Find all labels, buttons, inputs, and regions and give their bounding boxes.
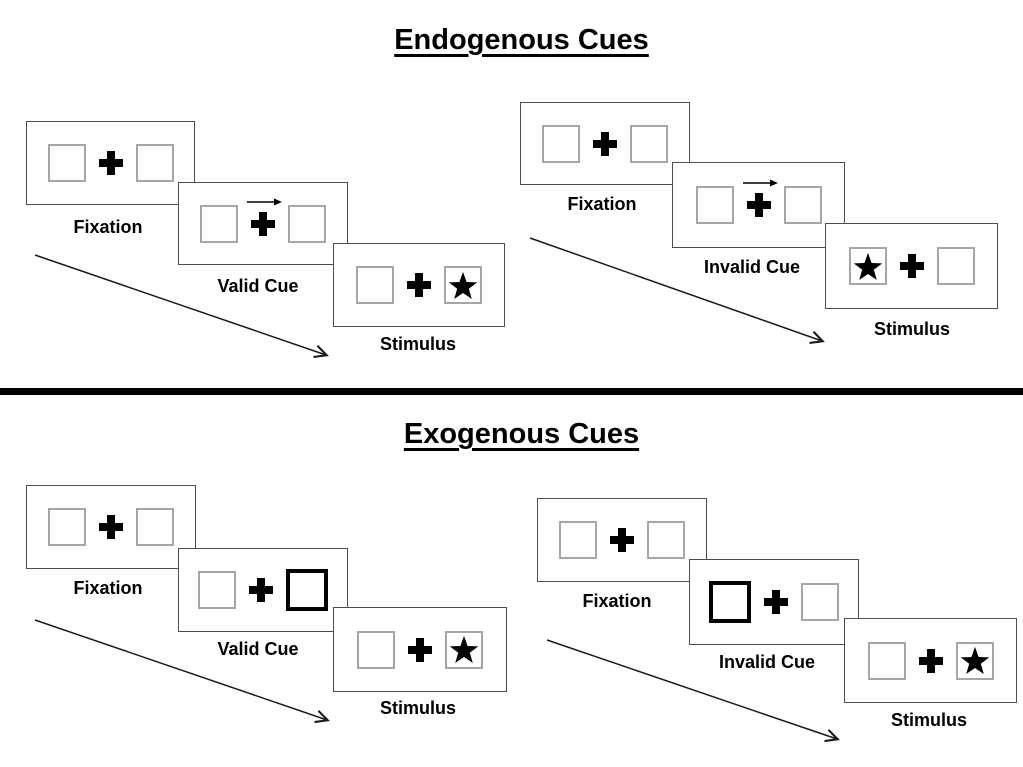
left-placeholder-box	[356, 266, 394, 304]
fixation-cross-icon	[249, 578, 273, 602]
right-placeholder-box	[288, 204, 326, 243]
left-placeholder-box	[357, 630, 395, 669]
section-title-endogenous: Endogenous Cues	[394, 24, 649, 56]
fixation-cross-icon	[742, 179, 778, 217]
endogenous-valid-stimulus-card	[333, 243, 505, 327]
left-placeholder-box	[867, 641, 906, 680]
timeline-arrow-icon	[34, 619, 327, 720]
step-label: Fixation	[582, 591, 652, 611]
step-label: Fixation	[73, 578, 143, 598]
step-label: Stimulus	[379, 334, 456, 354]
left-placeholder-box	[559, 521, 597, 559]
star-icon	[853, 252, 882, 280]
fixation-cross-icon	[408, 637, 432, 662]
cue-arrow-right-icon	[247, 198, 282, 205]
section-divider-line	[0, 388, 1023, 395]
step-label: Invalid Cue	[718, 652, 816, 672]
fixation-cross-icon	[593, 131, 617, 156]
step-label: Stimulus	[873, 319, 950, 339]
section-title-exogenous: Exogenous Cues	[403, 418, 640, 450]
right-placeholder-box	[136, 508, 174, 546]
step-label: Valid Cue	[217, 639, 299, 659]
right-placeholder-box	[801, 583, 839, 621]
exogenous-invalid-cue-card	[689, 559, 859, 645]
left-placeholder-box	[198, 571, 236, 609]
endogenous-valid-fixation-card	[26, 121, 195, 205]
fixation-cross-icon	[610, 528, 634, 552]
fixation-cross-icon	[99, 515, 123, 539]
star-icon	[960, 646, 989, 674]
exogenous-valid-cue-card	[178, 548, 348, 632]
timeline-arrow-icon	[34, 254, 326, 355]
cue-highlight-box	[286, 569, 328, 611]
right-target-box	[444, 266, 482, 304]
step-label: Fixation	[567, 194, 637, 214]
fixation-cross-icon	[247, 198, 282, 236]
left-target-box	[848, 247, 887, 285]
exogenous-invalid-stimulus-card	[844, 618, 1017, 703]
right-placeholder-box	[135, 144, 174, 182]
step-label: Stimulus	[379, 698, 456, 718]
star-icon	[449, 635, 479, 663]
step-label: Valid Cue	[217, 276, 299, 296]
endogenous-invalid-stimulus-card	[825, 223, 998, 309]
endogenous-invalid-fixation-card	[520, 102, 690, 185]
left-placeholder-box	[542, 124, 580, 163]
left-placeholder-box	[200, 204, 238, 243]
exogenous-invalid-fixation-card	[537, 498, 707, 582]
exogenous-valid-fixation-card	[26, 485, 196, 569]
left-placeholder-box	[48, 508, 86, 546]
fixation-cross-icon	[98, 151, 123, 175]
right-placeholder-box	[647, 521, 685, 559]
right-placeholder-box	[783, 186, 822, 224]
fixation-cross-icon	[407, 273, 431, 297]
step-label: Stimulus	[890, 710, 967, 730]
right-target-box	[955, 641, 994, 680]
star-icon	[448, 271, 478, 299]
right-target-box	[445, 630, 483, 669]
endogenous-valid-cue-card	[178, 182, 348, 265]
cue-arrow-right-icon	[742, 179, 778, 187]
exogenous-valid-stimulus-card	[333, 607, 507, 692]
timeline-arrow-icon	[529, 237, 822, 341]
fixation-cross-icon	[918, 648, 943, 673]
left-placeholder-box	[695, 186, 734, 224]
right-placeholder-box	[630, 124, 668, 163]
endogenous-invalid-cue-card	[672, 162, 845, 248]
cue-highlight-box	[709, 581, 751, 623]
fixation-cross-icon	[899, 254, 924, 278]
fixation-cross-icon	[764, 590, 788, 614]
left-placeholder-box	[47, 144, 86, 182]
right-placeholder-box	[936, 247, 975, 285]
step-label: Invalid Cue	[703, 257, 801, 277]
step-label: Fixation	[73, 217, 143, 237]
